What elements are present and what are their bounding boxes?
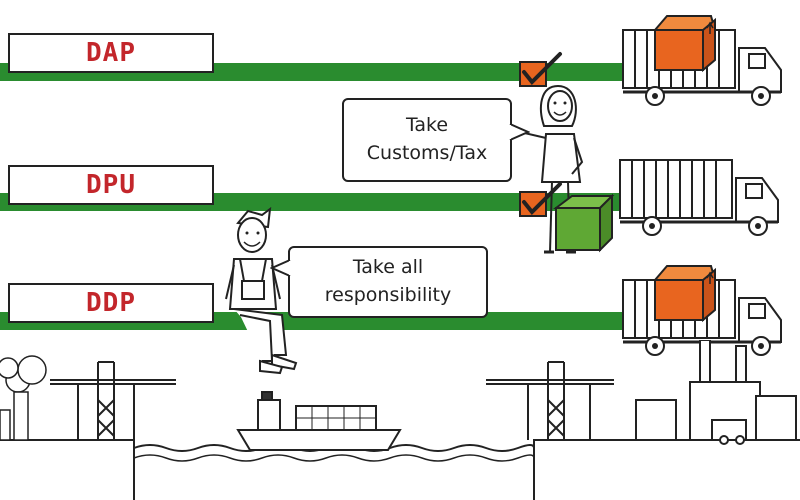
bubble-woman-line2: Customs/Tax [366, 142, 488, 164]
bubble-man-line1: Take all [352, 256, 424, 279]
checkbox-checked-icon [519, 182, 562, 217]
ddp-label: DDP [86, 288, 136, 318]
harbor-scene [0, 340, 800, 500]
speech-bubble-tail [270, 259, 292, 277]
speech-bubble-woman: Take Customs/Tax [342, 98, 512, 182]
dap-label-box: DAP [8, 33, 214, 73]
checkbox-checked-icon [519, 52, 562, 87]
dpu-label: DPU [86, 170, 136, 200]
bubble-woman-line1: Take [405, 114, 449, 137]
truck-icon [619, 159, 779, 236]
truck-icon [622, 265, 782, 356]
green-box-icon [553, 193, 615, 253]
woman-character-icon [513, 84, 584, 254]
speech-bubble-tail [508, 123, 530, 141]
ddp-label-box: DDP [8, 283, 214, 323]
bubble-man-line2: responsibility [324, 284, 452, 306]
dap-label: DAP [86, 38, 136, 68]
truck-icon [622, 15, 782, 106]
man-character-icon [225, 206, 298, 375]
dpu-label-box: DPU [8, 165, 214, 205]
speech-bubble-man: Take all responsibility [288, 246, 488, 318]
